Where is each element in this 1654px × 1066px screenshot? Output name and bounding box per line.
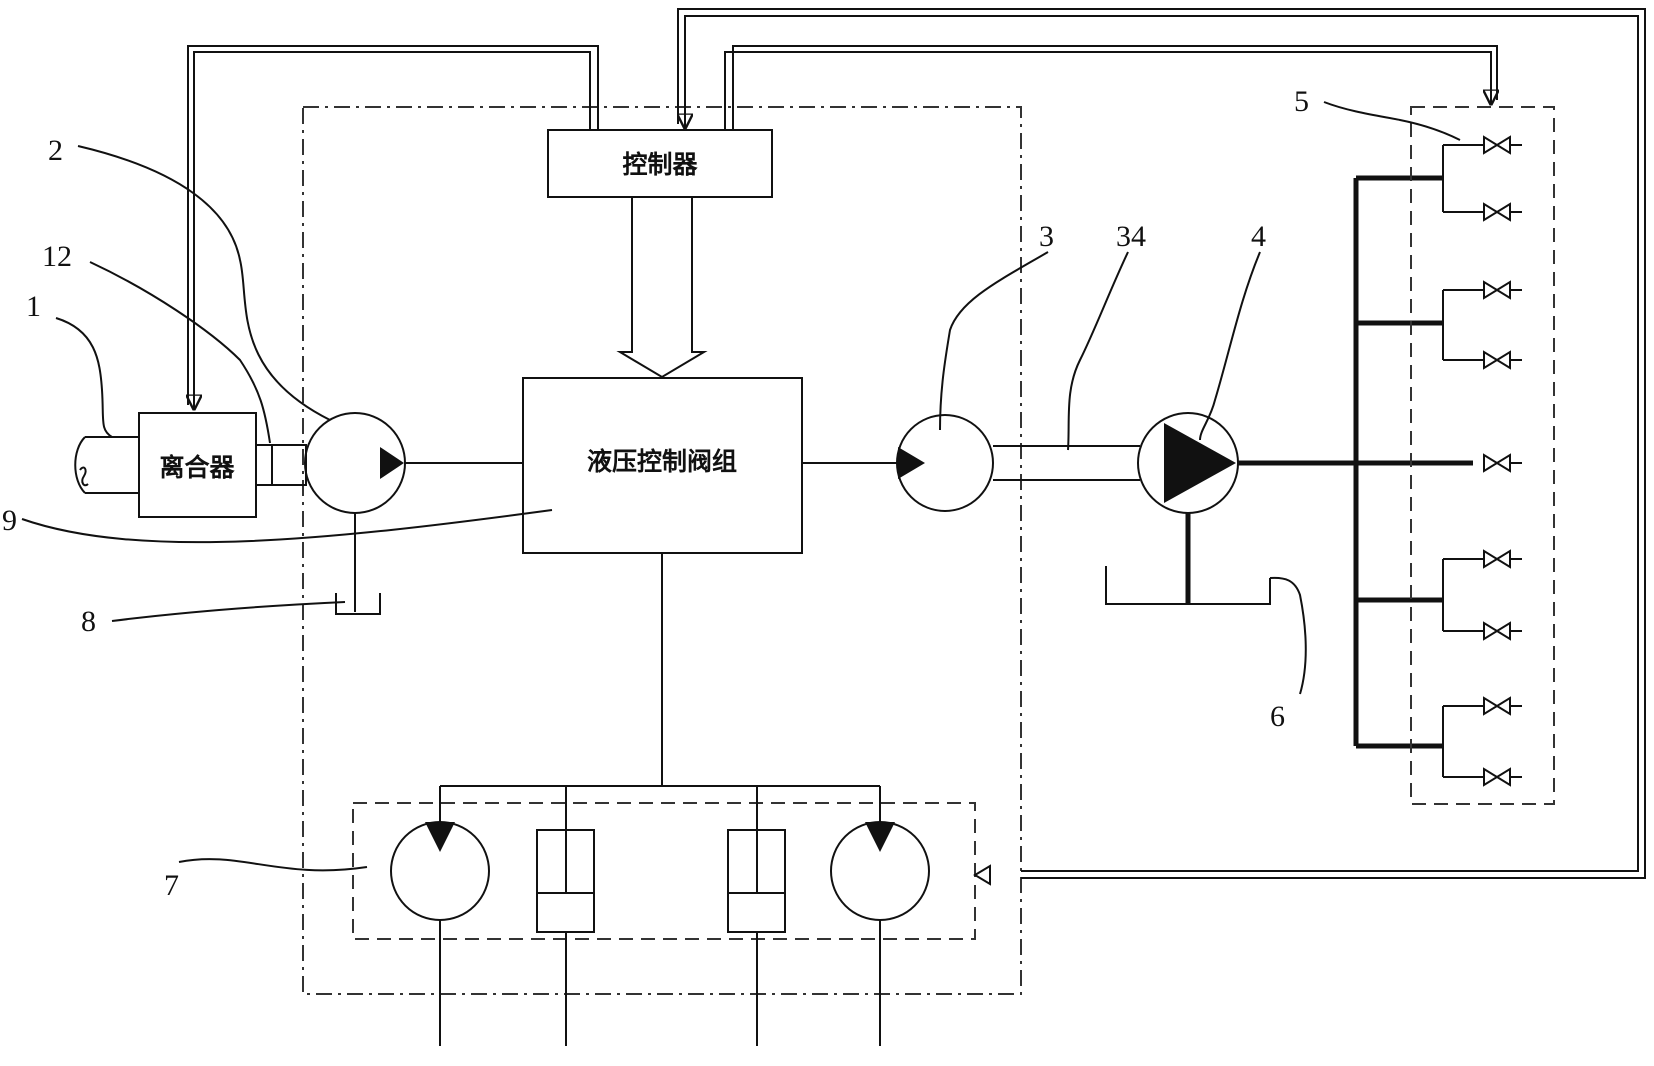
signal-controller-to-valves [725, 52, 1491, 130]
label-4: 4 [1251, 220, 1266, 253]
valve-9 [1484, 769, 1522, 785]
clutch-label: 离合器 [159, 453, 235, 482]
label-8: 8 [81, 605, 96, 638]
leader-7 [179, 859, 367, 870]
water-pump-4 [1138, 413, 1238, 513]
leader-4 [1200, 252, 1260, 440]
label-7: 7 [164, 869, 179, 902]
valve-4 [1484, 352, 1522, 368]
signal-actuators-to-controller-outer [678, 9, 1645, 878]
controller-label: 控制器 [622, 150, 698, 179]
valve-6 [1484, 551, 1522, 567]
hydraulic-motor-right [831, 786, 929, 1046]
actuator-unit-input-arrow [975, 866, 990, 884]
leader-9 [22, 510, 552, 542]
clutch-block: 离合器 [139, 413, 256, 517]
coupling-shaft-12 [256, 445, 306, 485]
label-12: 12 [42, 240, 72, 273]
valve-8 [1484, 698, 1522, 714]
tank-8 [336, 593, 380, 614]
valve-3 [1484, 282, 1522, 298]
signal-controller-to-clutch [194, 52, 590, 409]
label-3: 3 [1039, 220, 1054, 253]
signal-controller-to-clutch-outer [188, 46, 598, 405]
label-2: 2 [48, 134, 63, 167]
hydraulic-motor-left [391, 786, 489, 1046]
controller-to-valve-arrow [620, 197, 704, 377]
hydraulic-cylinder-left [537, 786, 594, 1046]
label-5: 5 [1294, 85, 1309, 118]
label-1: 1 [26, 290, 41, 323]
leader-8 [112, 602, 345, 621]
outlet-valves [1484, 137, 1522, 785]
input-shaft [75, 437, 139, 493]
valve-2 [1484, 204, 1522, 220]
leader-6 [1270, 578, 1306, 694]
leader-2 [78, 146, 330, 420]
label-6: 6 [1270, 700, 1285, 733]
label-9: 9 [2, 504, 17, 537]
hydraulic-motor-3 [897, 415, 993, 511]
hydraulic-pump-2 [305, 413, 405, 513]
leader-1 [56, 318, 112, 437]
hydraulic-cylinder-right [728, 786, 785, 1046]
label-34: 34 [1116, 220, 1146, 253]
valve-7 [1484, 623, 1522, 639]
valve-5 [1484, 455, 1522, 471]
valve-group-label: 液压控制阀组 [587, 447, 737, 476]
leader-3 [940, 252, 1048, 430]
coupling-shaft-34 [993, 446, 1140, 480]
hydraulic-valve-group-block: 液压控制阀组 [523, 378, 802, 553]
leader-34 [1068, 252, 1128, 450]
controller-block: 控制器 [548, 130, 772, 197]
valve-1 [1484, 137, 1522, 153]
